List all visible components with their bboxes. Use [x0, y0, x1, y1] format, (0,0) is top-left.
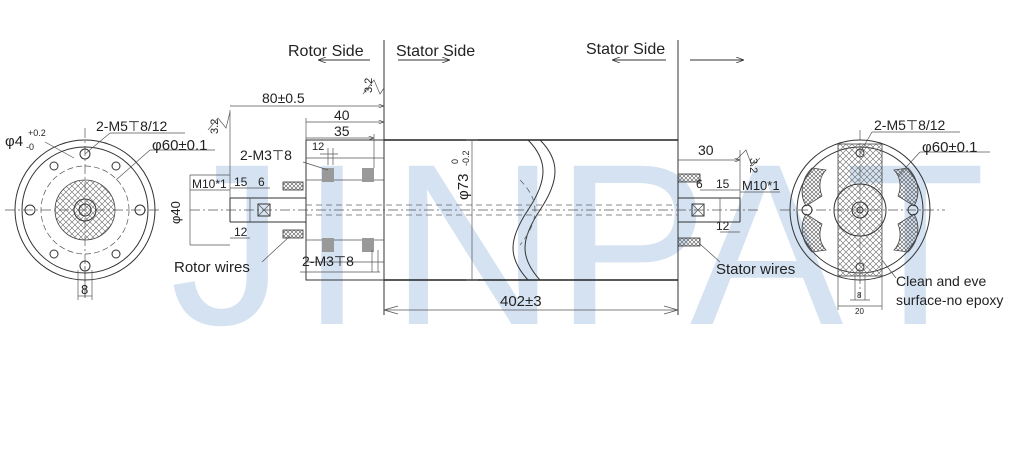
roughness-c-text: 3.2: [747, 158, 759, 173]
left-end-view: [5, 128, 215, 300]
len-12-top-text: 12: [312, 141, 324, 153]
len-6-right-text: 6: [696, 177, 703, 191]
left-face-m5-text: 2-M5⊤8/12: [96, 118, 168, 134]
screw-m3-top-text: 2-M3⊤8: [240, 147, 292, 163]
thread-left-text: M10*1: [192, 177, 227, 191]
right-face-8-text: 8: [857, 291, 862, 300]
total-len-text: 402±3: [500, 293, 542, 310]
left-face-dia-text: φ60±0.1: [152, 137, 208, 154]
clean-line2-text: surface-no epoxy: [896, 292, 1003, 308]
len-30-text: 30: [698, 142, 714, 158]
side-view: [189, 40, 780, 315]
right-face-dia-text: φ60±0.1: [922, 139, 978, 156]
rotor-side-label: Rotor Side: [288, 43, 364, 60]
len-40-text: 40: [334, 107, 350, 123]
len-80-text: 80±0.5: [262, 90, 305, 106]
len-12-right-text: 12: [716, 219, 730, 233]
left-face-width-text: 8: [81, 282, 88, 297]
stator-wires-label: Stator wires: [716, 261, 795, 278]
len-35-text: 35: [334, 123, 350, 139]
right-face-20-text: 20: [855, 307, 864, 316]
dia-73-tol-top: 0: [450, 159, 460, 164]
right-end-view: [780, 130, 990, 310]
len-15-right-text: 15: [716, 177, 730, 191]
len-6-left-text: 6: [258, 175, 265, 189]
stator-side-right-label: Stator Side: [586, 41, 665, 58]
screw-m3-bottom-text: 2-M3⊤8: [302, 253, 354, 269]
left-face-hole-text: φ4: [5, 133, 23, 150]
dia-40-text: φ40: [168, 201, 183, 224]
rotor-wires-label: Rotor wires: [174, 259, 250, 276]
stator-side-left-label: Stator Side: [396, 43, 475, 60]
dia-73-tol-bottom: -0.2: [461, 150, 471, 166]
thread-right-text: M10*1: [742, 178, 780, 193]
clean-line1-text: Clean and eve: [896, 273, 987, 289]
roughness-b-text: 3.2: [209, 119, 221, 134]
len-12-left-text: 12: [234, 225, 248, 239]
dia-73-text: φ73: [455, 174, 472, 200]
left-face-hole-tol-top: +0.2: [28, 128, 46, 138]
right-face-m5-text: 2-M5⊤8/12: [874, 117, 946, 133]
left-face-hole-tol-bottom: -0: [26, 142, 34, 152]
len-15-left-text: 15: [234, 175, 248, 189]
roughness-a-text: 3.2: [363, 78, 375, 93]
